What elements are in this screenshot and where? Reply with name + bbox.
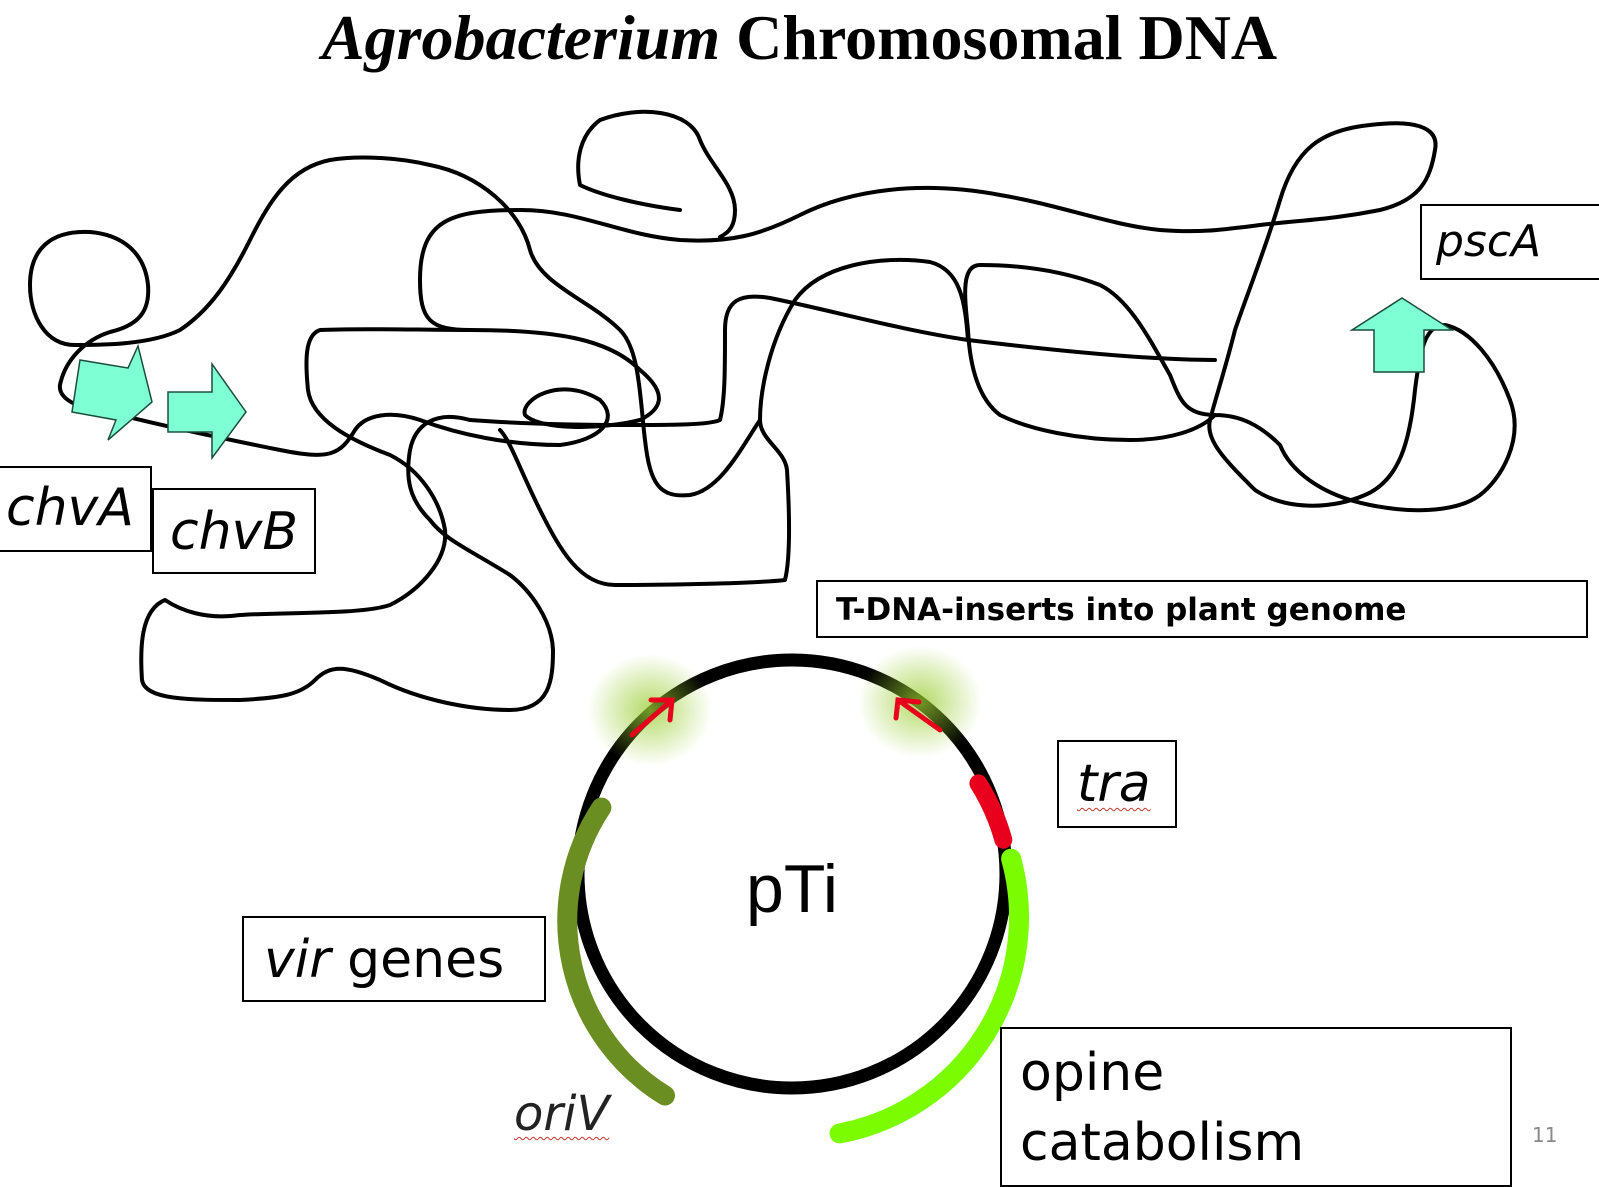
chva-gene-arrow [71,343,153,441]
genes-label: genes [330,930,505,990]
chvb-label-box: chvB [152,488,316,574]
page-number: 11 [1532,1123,1558,1147]
page-title: Agrobacterium Chromosomal DNA [0,6,1599,70]
tdna-label-box: T-DNA-inserts into plant genome [816,580,1588,638]
oriv-label: oriV [514,1086,610,1142]
psca-gene-arrow [1349,297,1455,373]
chromosomal-dna-strand-d [28,155,762,498]
tra-label: tra [1077,754,1151,814]
opine-catabolism-region [829,848,1030,1144]
vir-label: vir [264,930,331,990]
chromosomal-dna-strand-b [468,294,1217,427]
chva-label: chvA [6,478,134,538]
chvb-gene-arrow [167,361,247,461]
tra-label-box: tra [1057,740,1177,828]
tra-region [969,774,1013,849]
chromosomal-dna-strand-e [139,327,555,712]
title-rest: Chromosomal DNA [736,2,1278,73]
tdna-label: T-DNA-inserts into plant genome [836,592,1407,628]
left-border-glow [588,654,712,766]
pti-label: pTi [746,851,838,927]
title-organism: Agrobacterium [321,2,721,73]
chromosomal-dna-strand-c [498,257,970,587]
vir-genes-region [557,797,675,1106]
chvb-label: chvB [170,502,298,562]
right-border-arrow [893,697,943,733]
vir-genes-label: vir genes [264,930,504,990]
left-border-arrow [629,697,675,738]
vir-genes-label-box: vir genes [242,916,546,1002]
psca-label-box: pscA [1420,204,1599,280]
opine-label-line1: opine [1020,1043,1165,1103]
opine-label-line2: catabolism [1020,1113,1305,1173]
psca-label: pscA [1436,216,1542,267]
chva-label-box: chvA [0,466,152,552]
chromosomal-dna-strand [118,121,1517,513]
opine-catabolism-label-box: opine catabolism [1000,1027,1512,1187]
chromosomal-dna-strand-f [576,109,737,239]
